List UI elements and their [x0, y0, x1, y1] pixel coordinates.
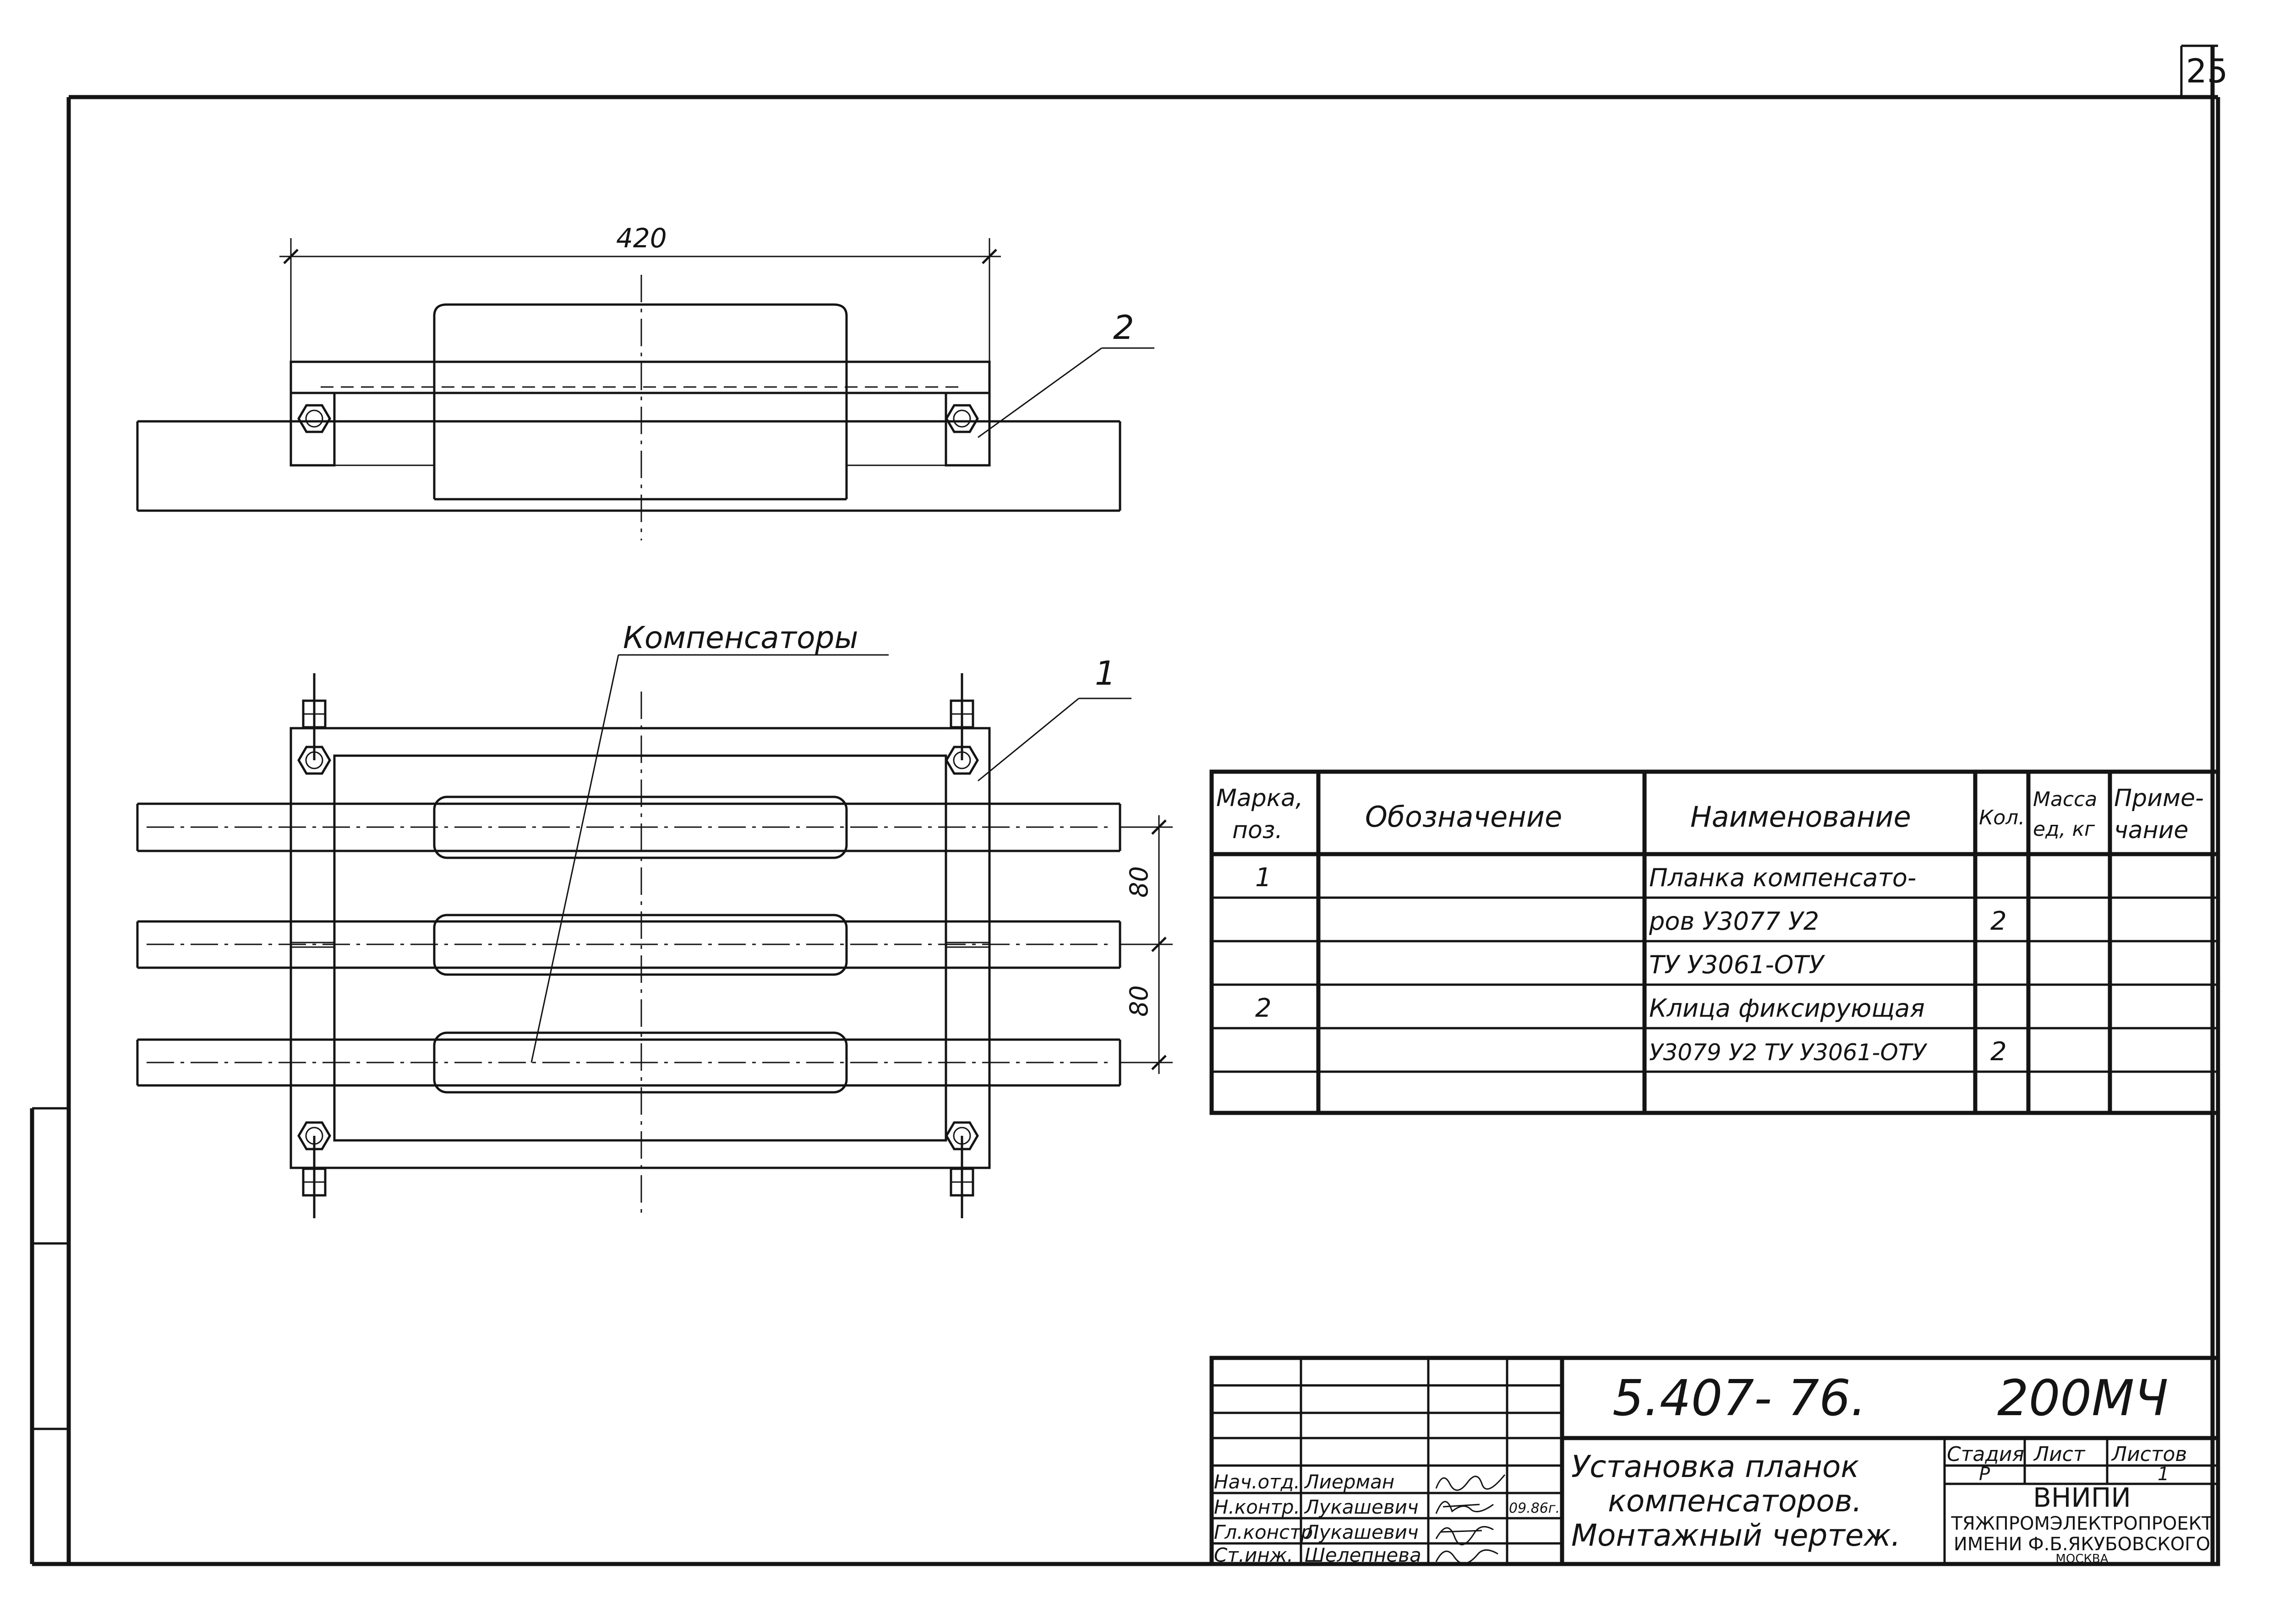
nut-icon	[945, 404, 979, 433]
nut-icon	[297, 404, 331, 433]
callout-1: 1	[1095, 654, 1116, 692]
drawing-title-line-1: Установка планок	[1571, 1449, 1859, 1484]
signer-date: 09.86г.	[1509, 1500, 1560, 1516]
signer-name: Лиерман	[1304, 1471, 1394, 1493]
signer-name: Шелепнева	[1305, 1544, 1421, 1566]
stage-label: Стадия	[1947, 1443, 2024, 1466]
header-designation: Обозначение	[1365, 800, 1562, 834]
dimension-overall-length: 420	[616, 223, 667, 254]
drawing-title-line-3: Монтажный чертеж.	[1571, 1518, 1901, 1553]
table-cell-name: У3079 У2 ТУ У3061-ОТУ	[1649, 1039, 1928, 1066]
header-quantity: Кол.	[1979, 806, 2025, 829]
sheet-number: 25	[2186, 52, 2228, 90]
table-cell-quantity: 2	[1990, 906, 2007, 936]
document-code: 5.407- 76.	[1612, 1370, 1866, 1427]
bolt-bottom-left	[297, 1121, 331, 1218]
signer-role: Н.контр.	[1214, 1496, 1300, 1518]
organization-line-2: ТЯЖПРОМЭЛЕКТРОПРОЕКТ	[1951, 1513, 2213, 1534]
table-cell-name: ров У3077 У2	[1649, 907, 1819, 936]
dimension-spacing-lower: 80	[1125, 985, 1153, 1017]
header-mark: Марка,поз.	[1216, 785, 1303, 844]
label-compensators: Компенсаторы	[623, 620, 858, 655]
signer-name: Лукашевич	[1304, 1521, 1419, 1543]
bolt-top-left	[297, 673, 331, 775]
sheets-value: 1	[2158, 1464, 2169, 1485]
bolt-top-right	[945, 673, 979, 775]
sheets-label: Листов	[2111, 1443, 2187, 1466]
drawing-title-line-2: компенсаторов.	[1608, 1483, 1862, 1519]
table-cell-mark: 2	[1255, 993, 1272, 1023]
spec-table-header: Марка,поз. Обозначение Наименование Кол.…	[1216, 785, 2204, 844]
table-cell-quantity: 2	[1990, 1037, 2007, 1067]
signer-role: Нач.отд.	[1214, 1471, 1300, 1493]
dimension-spacing-upper: 80	[1125, 866, 1153, 898]
top-view	[136, 238, 1154, 540]
table-cell-name: ТУ У3061-ОТУ	[1649, 950, 1825, 979]
table-cell-mark: 1	[1255, 863, 1272, 893]
signer-role: Гл.констр.	[1214, 1521, 1319, 1543]
specification-table	[1209, 769, 2220, 1115]
organization-line-3: ИМЕНИ Ф.Б.ЯКУБОВСКОГО	[1954, 1534, 2210, 1555]
signers-list: Нач.отд. Лиерман Н.контр. Лукашевич 09.8…	[1214, 1471, 1560, 1566]
header-name: Наименование	[1690, 800, 1911, 834]
stage-value: Р	[1979, 1464, 1990, 1485]
spec-table-rows: 1 Планка компенсато- ров У3077 У2 2 ТУ У…	[1255, 863, 2007, 1067]
front-view	[136, 654, 1173, 1218]
bolt-bottom-right	[945, 1121, 979, 1218]
organization-line-4: МОСКВА	[2055, 1552, 2108, 1566]
title-block	[1209, 1356, 2220, 1566]
header-notes: Приме-чание	[2114, 785, 2204, 844]
signer-role: Ст.инж.	[1214, 1544, 1293, 1566]
callout-2: 2	[1113, 308, 1134, 347]
signer-name: Лукашевич	[1304, 1496, 1419, 1518]
table-cell-name: Планка компенсато-	[1649, 863, 1916, 892]
organization-line-1: ВНИПИ	[2033, 1482, 2131, 1513]
document-suffix: 200МЧ	[1997, 1370, 2168, 1427]
table-cell-name: Клица фиксирующая	[1649, 994, 1925, 1023]
sheet-label: Лист	[2033, 1443, 2086, 1466]
